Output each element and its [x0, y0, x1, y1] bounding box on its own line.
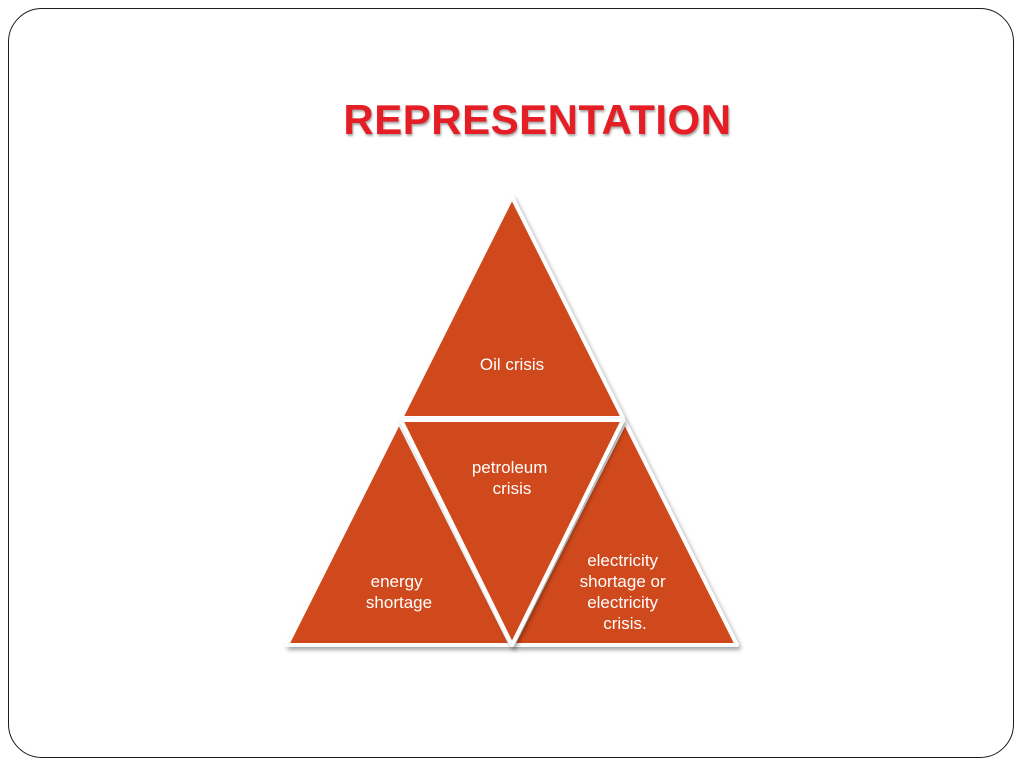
triangle-middle: [399, 418, 625, 647]
label-middle: petroleum crisis: [472, 458, 552, 498]
label-bottom-left: energy shortage: [366, 572, 432, 612]
label-top: Oil crisis: [480, 355, 544, 374]
triangle-top: [399, 195, 625, 420]
label-bottom-right: electricity shortage or electricity cris…: [580, 551, 671, 633]
slide-title: REPRESENTATION: [343, 96, 732, 143]
